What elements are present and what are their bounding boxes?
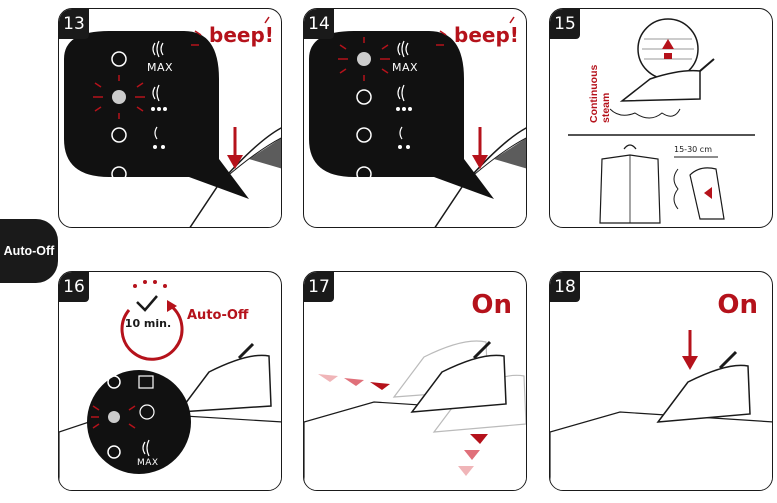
auto-off-label: Auto-Off xyxy=(187,308,249,323)
on-state-label: On xyxy=(717,290,758,320)
iron-control-illustration xyxy=(309,16,526,227)
step-number: 13 xyxy=(59,9,89,39)
step-number: 16 xyxy=(59,272,89,302)
iron-moving-illustration xyxy=(304,340,526,490)
step-number: 15 xyxy=(550,9,580,39)
step-number: 18 xyxy=(550,272,580,302)
step-number: 17 xyxy=(304,272,334,302)
step-panel-18: 18 On xyxy=(549,271,773,491)
step-panel-13: 13 xyxy=(58,8,282,228)
beep-label: beep! xyxy=(209,23,274,47)
step-panel-16: 16 10 min. Auto-Off MAX xyxy=(58,271,282,491)
section-tab-auto-off: Auto-Off xyxy=(0,219,58,283)
iron-control-illustration xyxy=(64,16,281,227)
step-panel-17: 17 On xyxy=(303,271,527,491)
timer-label: 10 min. xyxy=(124,317,172,330)
step-number: 14 xyxy=(304,9,334,39)
continuous-steam-label: Continuous steam xyxy=(588,64,612,123)
step-panel-15: 15 Continuous steam 15-30 cm xyxy=(549,8,773,228)
step-panel-14: 14 MAX beep! xyxy=(303,8,527,228)
on-state-label: On xyxy=(471,290,512,320)
steam-illustration xyxy=(568,18,755,224)
max-label: MAX xyxy=(137,458,159,468)
max-label: MAX xyxy=(392,61,419,74)
beep-label: beep! xyxy=(454,23,519,47)
iron-on-board-illustration xyxy=(550,330,772,490)
distance-label: 15-30 cm xyxy=(674,145,712,154)
auto-off-illustration xyxy=(59,280,281,490)
max-label: MAX xyxy=(147,61,174,74)
